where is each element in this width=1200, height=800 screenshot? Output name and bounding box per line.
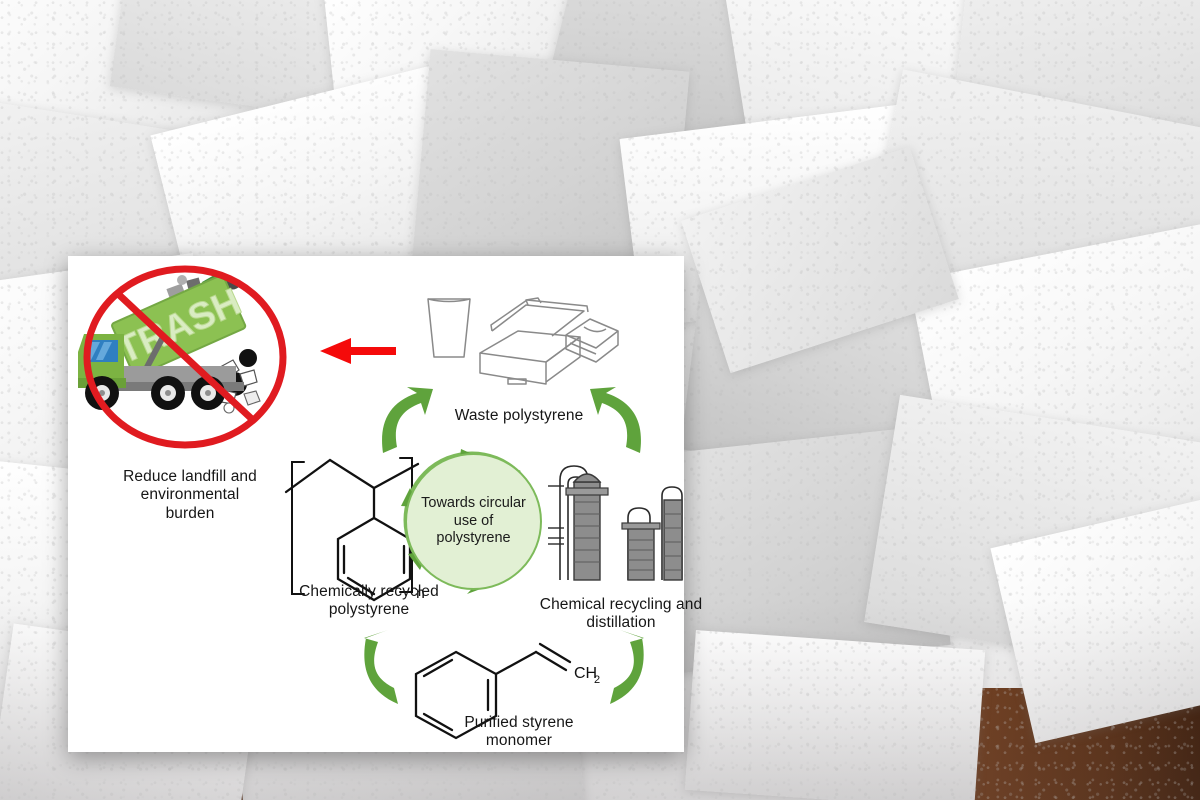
cycle-arrow-top-left xyxy=(382,387,433,453)
no-garbage-truck-icon: TRASH xyxy=(72,262,304,462)
figure-panel: TRASH xyxy=(68,256,702,752)
prohibition-sign-icon xyxy=(83,265,287,449)
waste-polystyrene-icon xyxy=(427,297,619,385)
reduce-landfill-label: Reduce landfill and environmental burden xyxy=(123,468,257,522)
ch2-subscript: 2 xyxy=(594,674,600,686)
ch-label: CH xyxy=(574,665,597,682)
cycle-arrow-top-right xyxy=(590,387,641,453)
chemical-recycling-label: Chemical recycling and distillation xyxy=(539,596,703,632)
styrene-monomer-structure: CH 2 xyxy=(414,642,600,740)
repeat-unit-subscript: n xyxy=(416,585,425,602)
chemically-recycled-label: Chemically recycled polystyrene xyxy=(299,583,439,619)
garbage-truck-icon: TRASH xyxy=(78,274,261,414)
cycle-arrow-bottom-left xyxy=(364,630,398,704)
cycle-arrow-bottom-right xyxy=(610,630,644,704)
center-label: Towards circular use of polystyrene xyxy=(421,494,526,547)
purified-styrene-label: Purified styrene monomer xyxy=(464,714,574,750)
waste-polystyrene-label: Waste polystyrene xyxy=(454,407,584,424)
red-left-arrow-icon xyxy=(320,338,396,364)
circular-economy-center: Towards circular use of polystyrene xyxy=(405,453,542,590)
distillation-columns-icon xyxy=(548,465,683,581)
